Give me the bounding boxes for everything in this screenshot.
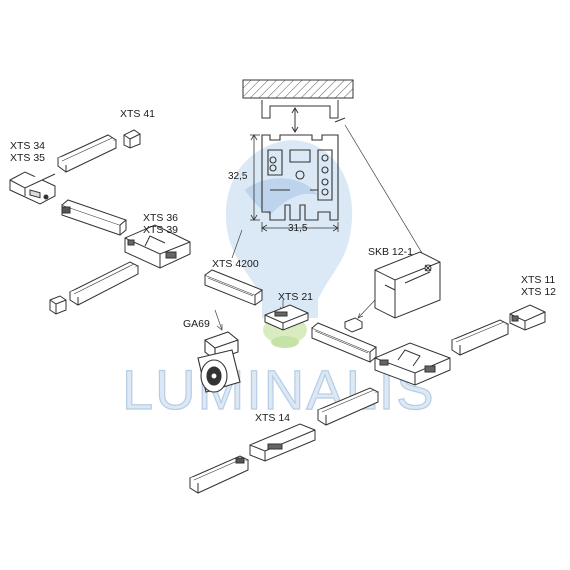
label-xts11: XTS 11 — [521, 274, 556, 286]
label-xts34: XTS 34 — [10, 140, 46, 152]
dimension-lines — [250, 134, 339, 232]
ga69-spotlight — [197, 331, 241, 393]
xts11-track-segment — [450, 319, 510, 356]
ceiling-section — [242, 79, 354, 99]
label-xts4200: XTS 4200 — [212, 258, 259, 270]
skb12-1-bracket — [374, 251, 441, 319]
xts14-straight-connector — [249, 423, 316, 462]
label-xts39: XTS 39 — [143, 224, 179, 236]
xts41-end-cap — [123, 129, 141, 149]
track-segment-bottom-left — [188, 455, 250, 494]
xts21-connector — [264, 304, 309, 331]
bulb-watermark-icon — [225, 140, 353, 348]
end-cap-left-lower — [49, 295, 67, 315]
track-segment-lower-right — [316, 387, 380, 426]
track-segment-center-right — [311, 322, 377, 363]
label-xts35: XTS 35 — [10, 152, 46, 164]
mount-bracket — [261, 100, 346, 133]
label-xts21: XTS 21 — [278, 291, 314, 303]
xts11-end-cap — [509, 304, 546, 331]
label-xts12: XTS 12 — [521, 286, 557, 298]
xts36-t-connector — [124, 224, 191, 269]
track-segment-left-lower — [68, 261, 140, 306]
dimension-height: 32,5 — [228, 171, 248, 182]
dimension-width: 31,5 — [288, 223, 308, 234]
label-ga69: GA69 — [183, 318, 210, 330]
small-joint-connector — [344, 317, 363, 333]
label-skb12-1: SKB 12-1 — [368, 246, 413, 258]
label-xts14: XTS 14 — [255, 412, 291, 424]
x-connector-right — [374, 342, 451, 386]
track-profile — [261, 134, 339, 221]
xts34-track-segment — [57, 134, 118, 173]
track-segment-left-middle — [61, 199, 128, 236]
xts4200-track-segment — [204, 269, 264, 306]
xts34-corner-connector — [9, 171, 56, 205]
label-xts41: XTS 41 — [120, 108, 156, 120]
label-xts36: XTS 36 — [143, 212, 179, 224]
